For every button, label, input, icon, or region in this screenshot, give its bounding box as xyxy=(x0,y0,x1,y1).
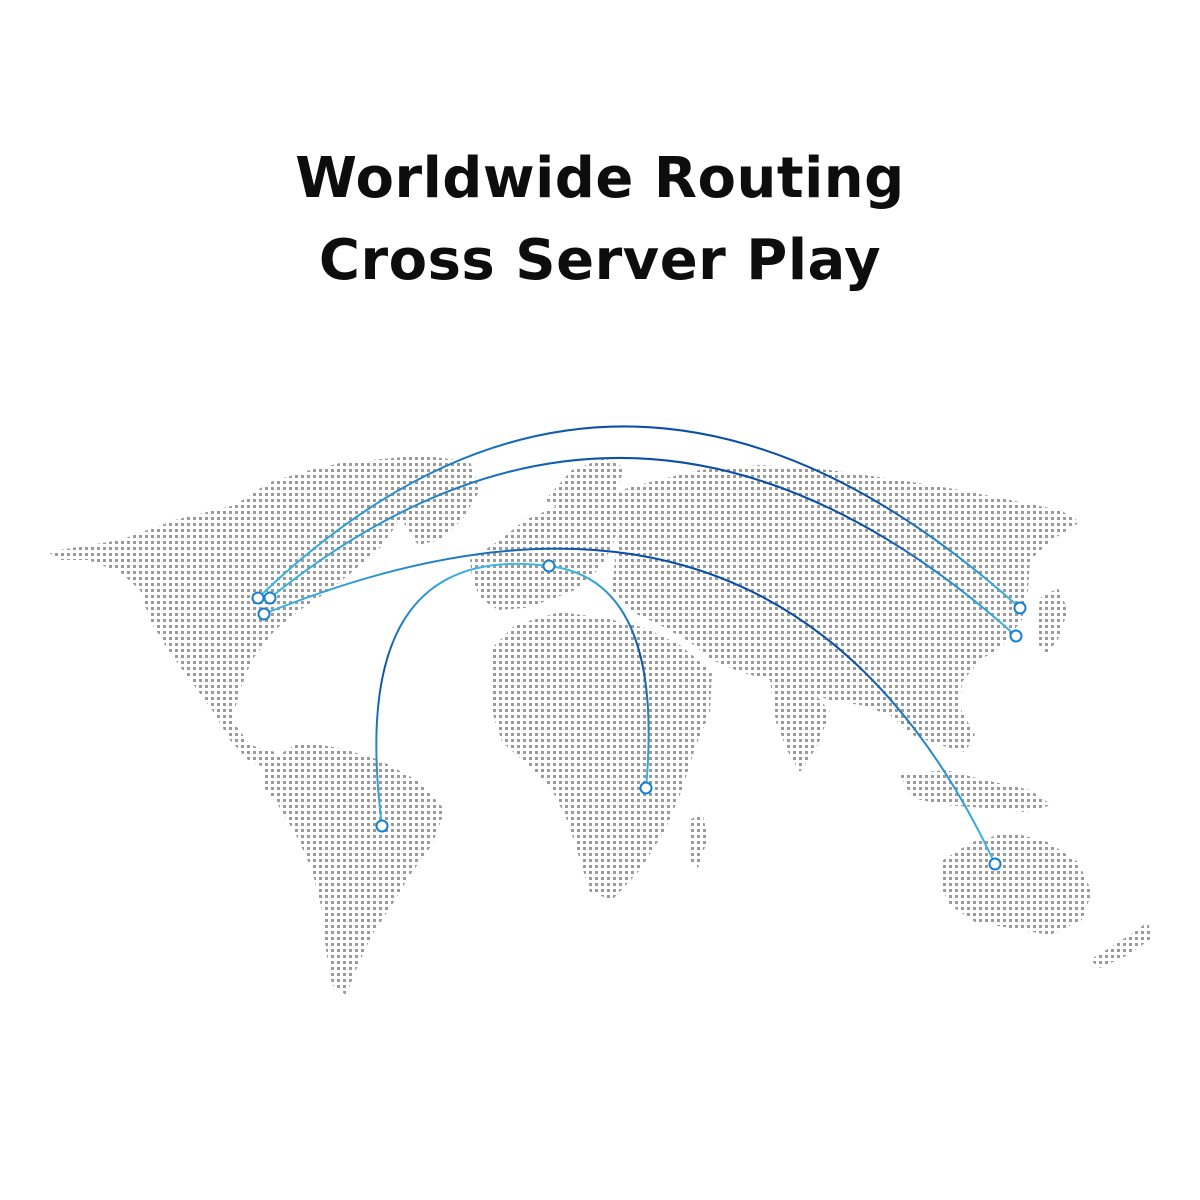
north-america-shape xyxy=(48,458,440,770)
node-europe xyxy=(542,559,556,573)
node-australia xyxy=(988,857,1002,871)
indonesia-shape xyxy=(900,770,1052,812)
asia-shape xyxy=(600,465,1080,752)
headline-line-1: Worldwide Routing xyxy=(295,146,905,211)
headline: Worldwide Routing Cross Server Play xyxy=(0,138,1200,302)
route-us-to-asia-1 xyxy=(257,425,1021,609)
japan-shape xyxy=(1036,588,1068,655)
greenland-shape xyxy=(360,455,480,545)
route-us-to-asia-2 xyxy=(269,457,1017,637)
south-america-shape xyxy=(262,742,445,995)
routes xyxy=(257,425,1021,865)
europe-shape xyxy=(470,496,620,610)
madagascar-shape xyxy=(688,812,708,868)
route-brazil-to-europe xyxy=(375,562,550,827)
node-us-west-c xyxy=(257,607,271,621)
node-us-west-b xyxy=(263,591,277,605)
node-africa xyxy=(639,781,653,795)
india-shape xyxy=(770,680,830,772)
continents xyxy=(48,455,1152,995)
headline-line-2: Cross Server Play xyxy=(318,228,882,293)
africa-shape xyxy=(490,612,712,900)
route-us-to-australia xyxy=(263,547,996,865)
node-asia-a xyxy=(1013,601,1027,615)
node-us-west-a xyxy=(251,591,265,605)
scandinavia-shape xyxy=(545,458,625,512)
nodes xyxy=(251,559,1027,871)
australia-shape xyxy=(940,832,1092,935)
route-europe-to-africa xyxy=(548,565,650,789)
node-brazil xyxy=(375,819,389,833)
new-zealand-shape xyxy=(1090,922,1152,968)
node-asia-b xyxy=(1009,629,1023,643)
